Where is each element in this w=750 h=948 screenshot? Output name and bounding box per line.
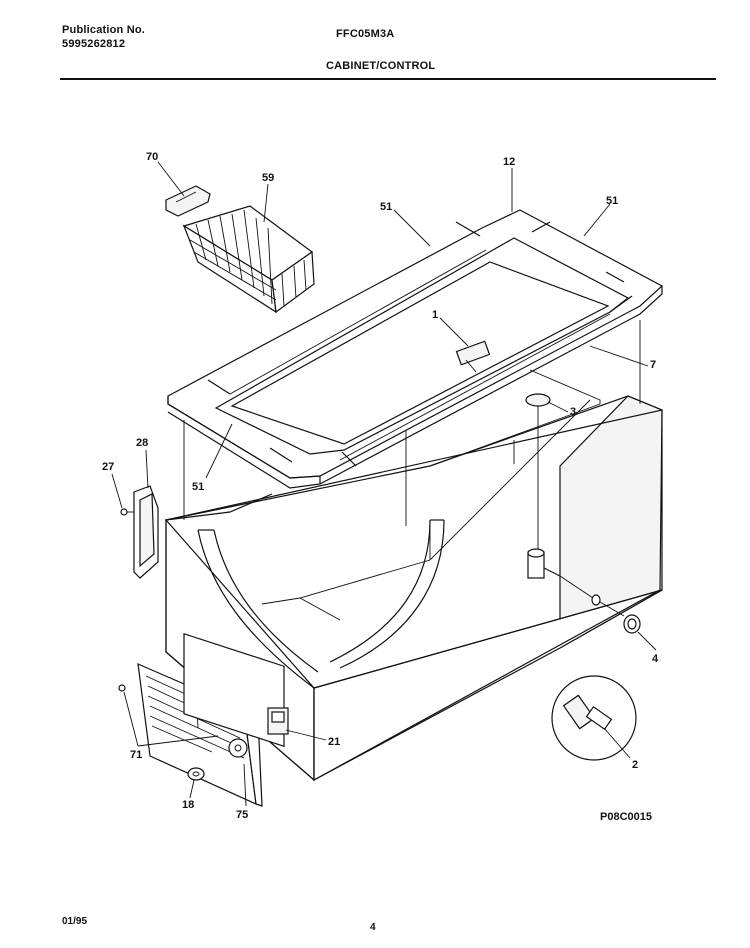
part-71-screws [118, 684, 126, 692]
callout-51-left: 51 [380, 201, 392, 213]
drain-assembly [527, 548, 641, 634]
part-75-grille [137, 632, 285, 807]
cabinet-body [165, 320, 663, 782]
footer-date: 01/95 [62, 916, 88, 927]
callout-75: 75 [236, 809, 248, 821]
part-59-basket [182, 205, 315, 314]
part-1-control [455, 340, 491, 373]
callout-71: 71 [130, 749, 142, 761]
part-18-knob [187, 767, 205, 781]
part-70-clip [165, 185, 211, 217]
section-title: CABINET/CONTROL [326, 60, 436, 72]
footer-page-number: 4 [370, 922, 376, 933]
callout-27: 27 [102, 461, 114, 473]
part-28-hinge [120, 485, 159, 579]
callout-3: 3 [570, 406, 576, 418]
part-21-switch [267, 707, 289, 735]
model-number: FFC05M3A [336, 28, 395, 40]
part-3-drain-plug [525, 393, 551, 552]
lid-gasket-frame [167, 209, 664, 489]
callout-51-front: 51 [192, 481, 204, 493]
drawing-id: P08C0015 [600, 811, 652, 823]
callout-59: 59 [262, 172, 274, 184]
callout-7: 7 [650, 359, 656, 371]
callout-18: 18 [182, 799, 194, 811]
callout-70: 70 [146, 151, 158, 163]
callout-4: 4 [652, 653, 659, 665]
publication-label: Publication No. [62, 24, 146, 36]
callout-51-right: 51 [606, 195, 618, 207]
part-2-detail-inset [551, 675, 637, 761]
publication-number: 5995262812 [62, 38, 126, 50]
callout-labels: 70 59 12 51 51 1 7 3 28 27 51 4 21 2 71 … [102, 151, 659, 823]
callout-28: 28 [136, 437, 148, 449]
callout-2: 2 [632, 759, 638, 771]
callout-12: 12 [503, 156, 515, 168]
leader-lines [111, 161, 657, 807]
header-rule [60, 78, 716, 80]
callout-21: 21 [328, 736, 340, 748]
callout-1: 1 [432, 309, 438, 321]
